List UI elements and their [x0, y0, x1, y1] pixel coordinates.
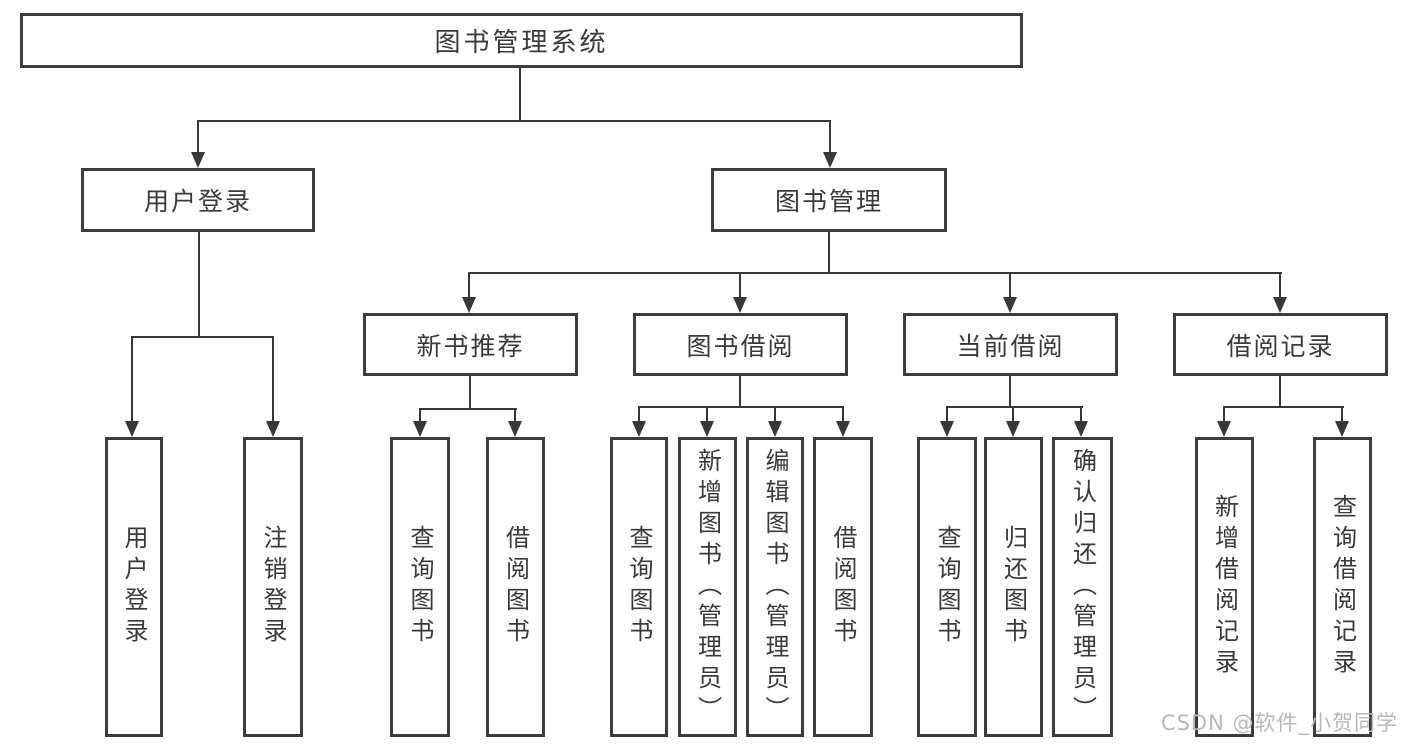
node-label: 查询借阅记录 [1328, 494, 1357, 680]
node-label: 新增图书（管理员） [693, 447, 722, 727]
node-label: 图书管理 [774, 187, 883, 216]
connector-line [1223, 406, 1344, 408]
leaf-logout: 注销登录 [243, 437, 303, 737]
connector-line [519, 68, 521, 121]
arrowhead-down [1217, 421, 1231, 437]
connector-line [946, 406, 1083, 408]
connector-line [828, 232, 830, 273]
leaf-add-borrow-record: 新增借阅记录 [1195, 437, 1254, 737]
watermark: CSDN @软件_小贺同学 [1160, 711, 1398, 735]
leaf-query-borrow-record: 查询借阅记录 [1313, 437, 1372, 737]
arrowhead-down [125, 421, 139, 437]
connector-line [638, 406, 844, 408]
node-label: 归还图书 [999, 525, 1028, 649]
connector-line [131, 336, 274, 338]
node-user-login: 用户登录 [81, 168, 315, 232]
node-book-borrowing: 图书借阅 [633, 313, 848, 376]
arrowhead-down [413, 421, 427, 437]
node-label: 用户登录 [143, 187, 252, 216]
connector-line [1009, 376, 1011, 407]
connector-line [842, 406, 844, 422]
node-label: 新增借阅记录 [1210, 494, 1239, 680]
leaf-add-books-admin: 新增图书（管理员） [678, 437, 737, 737]
arrowhead-down [823, 152, 837, 168]
connector-line [1279, 272, 1281, 298]
connector-line [197, 120, 199, 154]
node-new-book-recommendation: 新书推荐 [363, 313, 578, 376]
arrowhead-down [1003, 297, 1017, 313]
connector-line [706, 406, 708, 422]
connector-line [1012, 406, 1014, 422]
arrowhead-down [733, 297, 747, 313]
arrowhead-down [1273, 297, 1287, 313]
node-label: 注销登录 [259, 525, 287, 649]
connector-line [419, 408, 421, 422]
leaf-user-login: 用户登录 [105, 437, 163, 737]
connector-line [272, 336, 274, 422]
node-book-management: 图书管理 [711, 168, 947, 232]
arrowhead-down [700, 421, 714, 437]
node-label: 借阅记录 [1226, 331, 1335, 361]
node-label: 确认归还（管理员） [1068, 447, 1097, 727]
node-label: 用户登录 [120, 525, 148, 649]
leaf-edit-books-admin: 编辑图书（管理员） [746, 437, 804, 737]
node-label: 图书管理系统 [434, 28, 609, 58]
connector-line [739, 272, 741, 298]
arrowhead-down [1006, 421, 1020, 437]
connector-line [829, 120, 831, 154]
connector-line [419, 408, 517, 410]
connector-line [468, 272, 1282, 274]
leaf-return-books: 归还图书 [984, 437, 1043, 737]
arrowhead-down [940, 421, 954, 437]
arrowhead-down [768, 421, 782, 437]
arrowhead-down [632, 421, 646, 437]
connector-line [638, 406, 640, 422]
connector-line [131, 336, 133, 422]
node-label: 查询图书 [406, 525, 434, 649]
connector-line [1009, 272, 1011, 298]
connector-line [469, 376, 471, 409]
arrowhead-down [1335, 421, 1349, 437]
node-label: 新书推荐 [416, 331, 525, 361]
connector-line [468, 272, 470, 298]
leaf-confirm-return-admin: 确认归还（管理员） [1052, 437, 1113, 737]
connector-line [1341, 406, 1343, 422]
leaf-borrow-books-borrowing: 借阅图书 [813, 437, 873, 737]
leaf-query-books-borrowing: 查询图书 [610, 437, 668, 737]
arrowhead-down [836, 421, 850, 437]
connector-line [774, 406, 776, 422]
arrowhead-down [191, 152, 205, 168]
connector-line [198, 232, 200, 336]
node-current-borrowing: 当前借阅 [903, 313, 1118, 376]
node-label: 编辑图书（管理员） [761, 447, 789, 727]
connector-line [197, 120, 831, 122]
node-label: 借阅图书 [829, 525, 857, 649]
connector-line [1279, 376, 1281, 407]
node-library-management-system: 图书管理系统 [20, 13, 1023, 68]
node-borrowing-records: 借阅记录 [1173, 313, 1388, 376]
arrowhead-down [1074, 421, 1088, 437]
arrowhead-down [508, 421, 522, 437]
node-label: 当前借阅 [956, 331, 1065, 361]
connector-line [1080, 406, 1082, 422]
arrowhead-down [462, 297, 476, 313]
node-label: 借阅图书 [501, 525, 530, 649]
node-label: 查询图书 [625, 525, 653, 649]
leaf-query-books-current: 查询图书 [917, 437, 977, 737]
leaf-borrow-books-recommend: 借阅图书 [486, 437, 545, 737]
node-label: 查询图书 [933, 525, 961, 649]
node-label: 图书借阅 [686, 331, 795, 361]
connector-line [946, 406, 948, 422]
leaf-query-books-recommend: 查询图书 [390, 437, 450, 737]
connector-line [514, 408, 516, 422]
connector-line [1223, 406, 1225, 422]
connector-line [739, 376, 741, 407]
arrowhead-down [266, 421, 280, 437]
